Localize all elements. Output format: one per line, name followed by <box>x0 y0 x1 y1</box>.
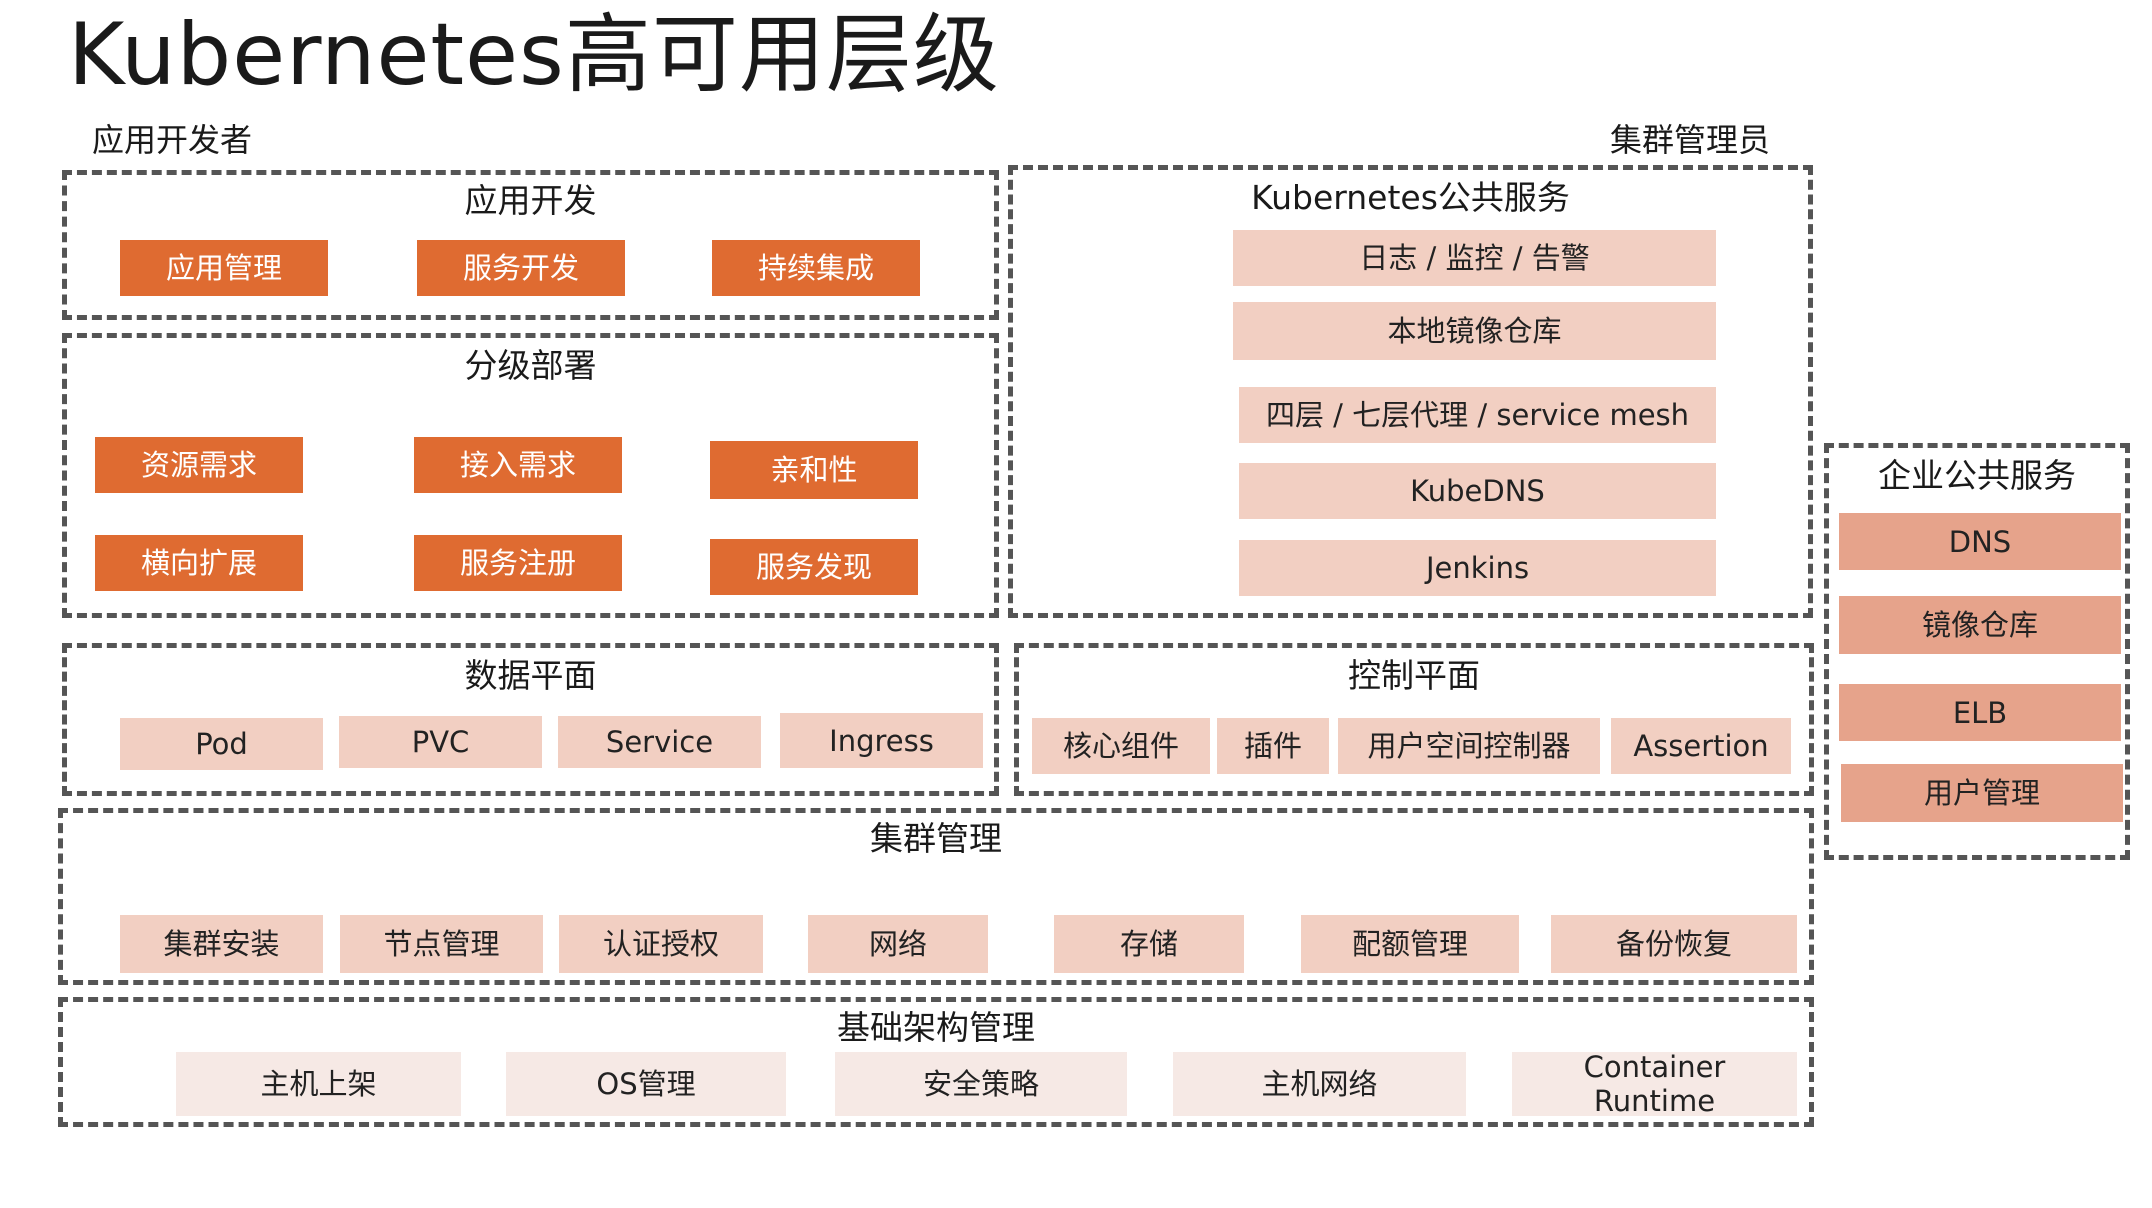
app-dev-item-service-development: 服务开发 <box>417 240 625 296</box>
infra-runtime-line-1: Container <box>1583 1050 1726 1084</box>
cluster-mgmt-item-backup-restore: 备份恢复 <box>1551 915 1797 973</box>
app-dev-frame: 应用开发 应用管理 服务开发 持续集成 <box>62 170 999 320</box>
data-plane-item-ingress: Ingress <box>780 713 983 768</box>
deploy-item-resource-requirements: 资源需求 <box>95 437 303 493</box>
public-services-title: Kubernetes公共服务 <box>1251 178 1570 217</box>
control-plane-item-assertion: Assertion <box>1611 718 1791 774</box>
infra-runtime-line-2: Runtime <box>1593 1084 1716 1118</box>
infra-item-container-runtime: Container Runtime <box>1512 1050 1797 1118</box>
control-plane-item-user-space-controllers: 用户空间控制器 <box>1338 718 1600 774</box>
public-services-item-logging: 日志 / 监控 / 告警 <box>1233 230 1716 286</box>
control-plane-item-plugins: 插件 <box>1217 718 1329 774</box>
data-plane-item-pod: Pod <box>120 718 323 770</box>
cluster-mgmt-item-quota: 配额管理 <box>1301 915 1519 973</box>
infra-item-host-racking: 主机上架 <box>176 1052 461 1116</box>
cluster-mgmt-item-storage: 存储 <box>1054 915 1244 973</box>
app-dev-title: 应用开发 <box>464 181 597 220</box>
cluster-mgmt-item-install: 集群安装 <box>120 915 323 973</box>
data-plane-title: 数据平面 <box>464 656 597 695</box>
data-plane-item-service: Service <box>558 716 761 768</box>
deploy-frame: 分级部署 资源需求 接入需求 亲和性 横向扩展 服务注册 服务发现 <box>62 333 999 618</box>
public-services-item-proxy-mesh: 四层 / 七层代理 / service mesh <box>1239 387 1716 443</box>
page-title: Kubernetes高可用层级 <box>68 5 1000 105</box>
enterprise-item-elb: ELB <box>1839 684 2121 741</box>
cluster-mgmt-item-node-management: 节点管理 <box>340 915 543 973</box>
infra-item-security-policy: 安全策略 <box>835 1052 1127 1116</box>
control-plane-frame: 控制平面 核心组件 插件 用户空间控制器 Assertion <box>1014 643 1814 796</box>
enterprise-item-dns: DNS <box>1839 513 2121 570</box>
public-services-item-jenkins: Jenkins <box>1239 540 1716 596</box>
cluster-mgmt-item-network: 网络 <box>808 915 988 973</box>
enterprise-title: 企业公共服务 <box>1878 456 2076 495</box>
control-plane-item-core-components: 核心组件 <box>1032 718 1210 774</box>
app-dev-item-continuous-integration: 持续集成 <box>712 240 920 296</box>
public-services-item-kubedns: KubeDNS <box>1239 463 1716 519</box>
data-plane-item-pvc: PVC <box>339 716 542 768</box>
enterprise-item-image-registry: 镜像仓库 <box>1839 596 2121 654</box>
deploy-title: 分级部署 <box>464 346 597 385</box>
cluster-mgmt-title: 集群管理 <box>870 819 1002 858</box>
deploy-item-affinity: 亲和性 <box>710 441 918 499</box>
control-plane-title: 控制平面 <box>1348 656 1480 695</box>
cluster-mgmt-item-authz: 认证授权 <box>559 915 763 973</box>
role-developer-label: 应用开发者 <box>92 121 253 159</box>
infra-item-os-management: OS管理 <box>506 1052 786 1116</box>
deploy-item-access-requirements: 接入需求 <box>414 437 622 493</box>
data-plane-frame: 数据平面 Pod PVC Service Ingress <box>62 643 999 796</box>
cluster-mgmt-frame: 集群管理 集群安装 节点管理 认证授权 网络 存储 配额管理 备份恢复 <box>58 808 1814 985</box>
infra-item-host-network: 主机网络 <box>1173 1052 1466 1116</box>
enterprise-frame: 企业公共服务 DNS 镜像仓库 ELB 用户管理 <box>1824 443 2130 860</box>
infra-frame: 基础架构管理 主机上架 OS管理 安全策略 主机网络 Container Run… <box>58 997 1814 1127</box>
deploy-item-service-registration: 服务注册 <box>414 535 622 591</box>
deploy-item-service-discovery: 服务发现 <box>710 539 918 595</box>
app-dev-item-app-management: 应用管理 <box>120 240 328 296</box>
infra-title: 基础架构管理 <box>837 1008 1035 1047</box>
role-admin-label: 集群管理员 <box>1610 121 1771 159</box>
public-services-item-local-registry: 本地镜像仓库 <box>1233 302 1716 360</box>
enterprise-item-user-management: 用户管理 <box>1841 764 2123 822</box>
public-services-frame: Kubernetes公共服务 日志 / 监控 / 告警 本地镜像仓库 四层 / … <box>1008 165 1813 618</box>
deploy-item-horizontal-scaling: 横向扩展 <box>95 535 303 591</box>
